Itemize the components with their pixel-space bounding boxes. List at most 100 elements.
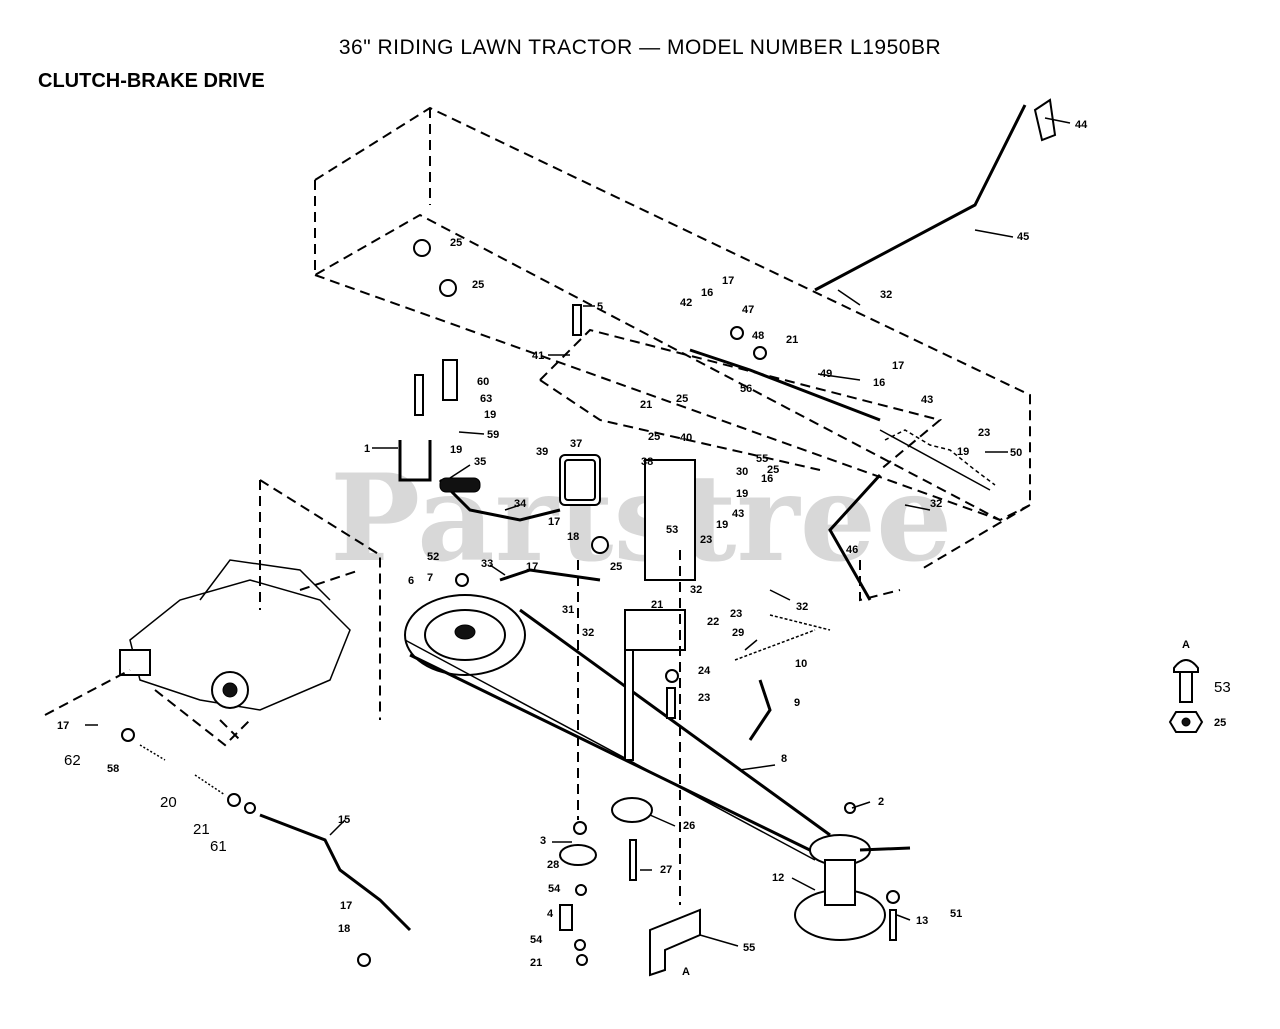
callout-label: 55	[743, 942, 755, 954]
callout-label: 18	[567, 531, 579, 543]
callout-label: 53	[666, 524, 678, 536]
hardware	[357, 239, 931, 967]
detail-marker: A	[1182, 639, 1190, 651]
callout-label: 28	[547, 859, 559, 871]
callout-label: 17	[526, 561, 538, 573]
callout-label: 38	[641, 456, 653, 468]
callout-label: 23	[730, 608, 742, 620]
callout-label: 5	[597, 301, 603, 313]
callout-label: 13	[916, 915, 928, 927]
page-title: 36" RIDING LAWN TRACTOR — MODEL NUMBER L…	[338, 36, 942, 59]
callout-label: A	[682, 966, 690, 978]
callout-label: 19	[450, 444, 462, 456]
callout-label: 54	[530, 934, 543, 946]
callout-label: 31	[562, 604, 574, 616]
callout-label: 32	[880, 289, 892, 301]
callout-label: 17	[722, 275, 734, 287]
callout-label: 25	[472, 279, 484, 291]
callout-label: 33	[481, 558, 493, 570]
brake-rod	[689, 348, 996, 491]
callout-label: 23	[978, 427, 990, 439]
callout-label: 25	[450, 237, 462, 249]
callout-label: 42	[680, 297, 692, 309]
callout-label: 63	[480, 393, 492, 405]
callout-label: 56	[740, 383, 752, 395]
callout-label: 8	[781, 753, 787, 765]
callout-label: 43	[921, 394, 933, 406]
callout-labels: 44 45 25 25 5 42 16 17 47 32 48 21 41 60…	[57, 119, 1088, 978]
callout-label: 47	[742, 304, 754, 316]
callout-label: 19	[716, 519, 728, 531]
callout-label: 16	[701, 287, 713, 299]
callout-label: 59	[487, 429, 499, 441]
callout-label: 21	[786, 334, 798, 346]
shift-lever	[814, 98, 1057, 292]
transmission	[44, 479, 381, 747]
callout-label: 17	[892, 360, 904, 372]
callout-label: 30	[736, 466, 748, 478]
callout-label: 2	[878, 796, 884, 808]
callout-label: 58	[107, 763, 119, 775]
callout-label: 48	[752, 330, 764, 342]
callout-label: 43	[732, 508, 744, 520]
callout-label: 29	[732, 627, 744, 639]
belt-and-pulleys	[404, 594, 911, 941]
callout-label: 55	[756, 453, 768, 465]
callout-label: 50	[1010, 447, 1022, 459]
callout-label: 10	[795, 658, 807, 670]
callout-label: 32	[690, 584, 702, 596]
callout-label: 1	[364, 443, 370, 455]
callout-label: 17	[340, 900, 352, 912]
callout-label: 16	[873, 377, 885, 389]
callout-label: 9	[794, 697, 800, 709]
callout-label: 21	[530, 957, 542, 969]
callout-label: 19	[736, 488, 748, 500]
callout-label: 21	[193, 821, 210, 838]
callout-label: 19	[957, 446, 969, 458]
leader-lines	[85, 117, 1071, 947]
callout-label: 17	[57, 720, 69, 732]
bracket-55	[577, 550, 701, 977]
callout-label: 23	[700, 534, 712, 546]
callout-label: 44	[1075, 119, 1088, 131]
callout-label: 3	[540, 835, 546, 847]
callout-label: 7	[427, 572, 433, 584]
callout-label: 24	[698, 665, 711, 677]
callout-label: 26	[683, 820, 695, 832]
callout-label: 22	[707, 616, 719, 628]
callout-label: 35	[474, 456, 486, 468]
u-bracket	[398, 359, 458, 482]
callout-label: 61	[210, 838, 227, 855]
section-title: CLUTCH-BRAKE DRIVE	[38, 70, 265, 92]
callout-label: 39	[536, 446, 548, 458]
pedal-assembly	[438, 454, 696, 651]
callout-label: 12	[772, 872, 784, 884]
callout-label: 18	[338, 923, 350, 935]
callout-label: 41	[532, 350, 544, 362]
callout-label: 60	[477, 376, 489, 388]
clutch-rod	[121, 728, 412, 932]
callout-label: 34	[514, 498, 527, 510]
callout-label: 25	[648, 431, 660, 443]
detail-inset-a: A 53 25	[1168, 639, 1231, 733]
callout-label: 40	[680, 432, 692, 444]
detail-label-53: 53	[1214, 679, 1231, 696]
callout-label: 27	[660, 864, 672, 876]
callout-label: 4	[547, 908, 554, 920]
callout-label: 45	[1017, 231, 1029, 243]
callout-label: 17	[548, 516, 560, 528]
callout-label: 25	[767, 464, 779, 476]
callout-label: 62	[64, 752, 81, 769]
callout-label: 54	[548, 883, 561, 895]
callout-label: 21	[640, 399, 652, 411]
callout-label: 37	[570, 438, 582, 450]
callout-label: 16	[761, 473, 773, 485]
callout-label: 6	[408, 575, 414, 587]
callout-label: 49	[820, 368, 832, 380]
callout-label: 23	[698, 692, 710, 704]
callout-label: 25	[610, 561, 622, 573]
callout-label: 32	[582, 627, 594, 639]
callout-label: 32	[930, 498, 942, 510]
callout-label: 20	[160, 794, 177, 811]
